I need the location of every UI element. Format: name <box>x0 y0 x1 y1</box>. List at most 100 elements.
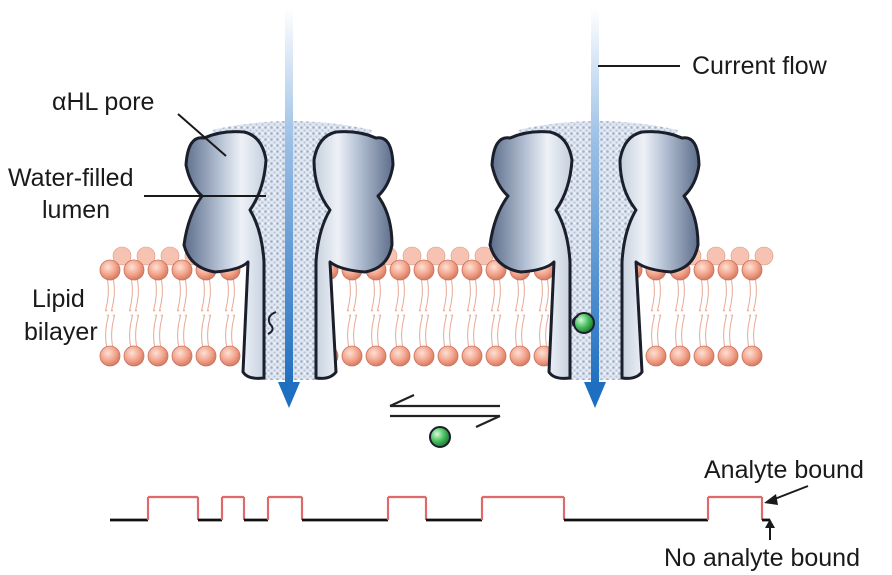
lipid-tail <box>498 315 501 348</box>
lipid-tail <box>160 315 163 348</box>
lipid-head <box>438 346 458 366</box>
lipid-tail <box>492 315 495 348</box>
lipid-tail <box>706 278 709 311</box>
lipid-tail <box>106 315 109 348</box>
lipid-tail <box>748 278 751 311</box>
lipid-tail <box>426 278 429 311</box>
lipid-tail <box>372 278 375 311</box>
lipid-head <box>342 346 362 366</box>
lipid-head <box>414 346 434 366</box>
label-lumen-2: lumen <box>42 196 110 224</box>
lipid-tail <box>348 278 351 311</box>
lipid-tail <box>426 315 429 348</box>
lipid-tail <box>546 278 549 311</box>
lipid-tail <box>700 315 703 348</box>
lipid-tail <box>226 278 229 311</box>
lipid-tail <box>112 315 115 348</box>
lipid-head <box>718 260 738 280</box>
right-pore-left-wall <box>490 132 572 379</box>
lipid-head <box>366 346 386 366</box>
lipid-head <box>718 346 738 366</box>
lipid-tail <box>136 278 139 311</box>
lipid-head <box>172 346 192 366</box>
lipid-head <box>462 260 482 280</box>
lipid-tail <box>396 278 399 311</box>
lipid-head <box>148 260 168 280</box>
lipid-tail <box>444 315 447 348</box>
free-analyte-icon <box>430 427 450 447</box>
label-analyte-bound: Analyte bound <box>704 456 864 484</box>
lipid-tail <box>154 278 157 311</box>
lipid-tail <box>184 315 187 348</box>
lipid-tail <box>396 315 399 348</box>
lipid-head <box>646 346 666 366</box>
lipid-tail <box>652 278 655 311</box>
lipid-tail <box>540 315 543 348</box>
lipid-tail <box>468 278 471 311</box>
label-lipid-1: Lipid <box>32 285 85 313</box>
lipid-head <box>124 346 144 366</box>
current-trace <box>110 497 770 520</box>
lipid-head <box>462 346 482 366</box>
lipid-tail <box>136 315 139 348</box>
lipid-tail <box>208 315 211 348</box>
lipid-tail <box>378 315 381 348</box>
lipid-head <box>196 346 216 366</box>
lipid-head <box>694 346 714 366</box>
lipid-tail <box>522 278 525 311</box>
label-pore: αHL pore <box>52 88 154 116</box>
lipid-tail <box>474 278 477 311</box>
label-lipid-2: bilayer <box>24 318 98 346</box>
lipid-tail <box>354 278 357 311</box>
lipid-tail <box>682 315 685 348</box>
equilibrium-arrows-icon <box>390 395 500 427</box>
lipid-tail <box>232 278 235 311</box>
lipid-tail <box>160 278 163 311</box>
lipid-tail <box>232 315 235 348</box>
lipid-tail <box>178 278 181 311</box>
lipid-tail <box>402 315 405 348</box>
lipid-head <box>100 260 120 280</box>
lipid-tail <box>202 315 205 348</box>
lipid-tail <box>754 315 757 348</box>
lipid-head <box>100 346 120 366</box>
lipid-tail <box>402 278 405 311</box>
lipid-head <box>510 346 530 366</box>
lipid-tail <box>348 315 351 348</box>
lipid-tail <box>474 315 477 348</box>
lipid-tail <box>450 315 453 348</box>
lipid-tail <box>106 278 109 311</box>
lipid-head <box>172 260 192 280</box>
lipid-head <box>390 346 410 366</box>
label-lumen-1: Water-filled <box>8 164 134 192</box>
lipid-tail <box>444 278 447 311</box>
lipid-tail <box>178 315 181 348</box>
lipid-tail <box>754 278 757 311</box>
lipid-tail <box>202 278 205 311</box>
lipid-tail <box>658 315 661 348</box>
lipid-tail <box>130 315 133 348</box>
lipid-head <box>124 260 144 280</box>
lipid-tail <box>378 278 381 311</box>
lipid-tail <box>184 278 187 311</box>
lipid-head <box>742 260 762 280</box>
lipid-head <box>670 346 690 366</box>
lipid-head <box>486 346 506 366</box>
left-pore-left-wall <box>184 132 266 379</box>
lipid-tail <box>658 278 661 311</box>
leader-bound-arrowhead <box>764 494 778 505</box>
lipid-tail <box>724 315 727 348</box>
lipid-tail <box>546 315 549 348</box>
lipid-tail <box>516 315 519 348</box>
lipid-tail <box>450 278 453 311</box>
lipid-tail <box>522 315 525 348</box>
lipid-tail <box>700 278 703 311</box>
lipid-head <box>220 346 240 366</box>
lipid-head <box>438 260 458 280</box>
lipid-head <box>390 260 410 280</box>
lipid-head <box>742 346 762 366</box>
lipid-tail <box>420 315 423 348</box>
leader-bound <box>772 486 808 500</box>
lipid-head <box>148 346 168 366</box>
